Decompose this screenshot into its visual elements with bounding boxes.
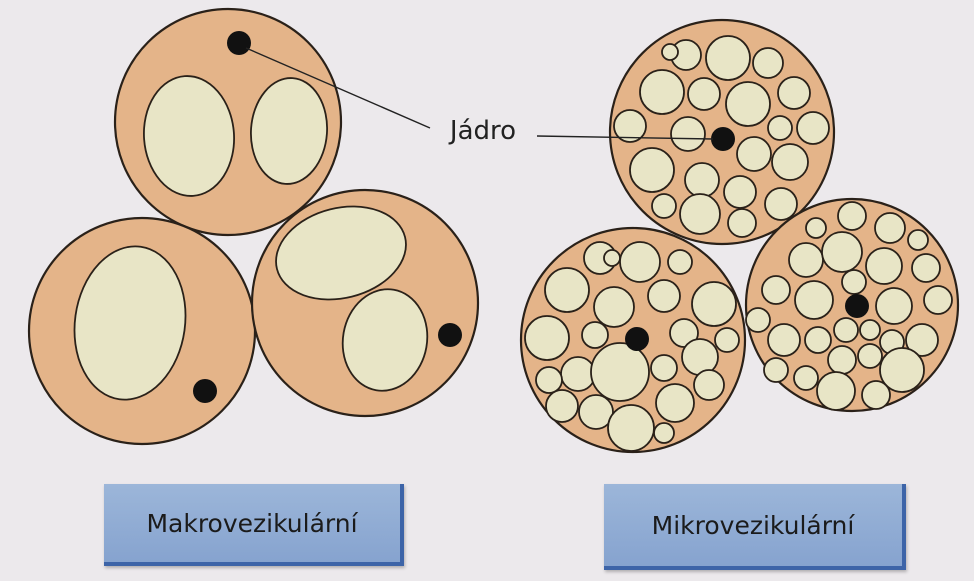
micro-cell-right-vacuole: [822, 232, 862, 272]
micro-cell-top-vacuole: [772, 144, 808, 180]
micro-cell-right-vacuole: [805, 327, 831, 353]
microvesicular-label: Mikrovezikulární: [652, 511, 855, 540]
macro-cell-top: [115, 9, 341, 235]
micro-cell-right-vacuole: [762, 276, 790, 304]
micro-cell-top-vacuole: [778, 77, 810, 109]
micro-cell-left-vacuole: [648, 280, 680, 312]
micro-cell-right-vacuole: [768, 324, 800, 356]
micro-cell-right: [746, 199, 958, 411]
nucleus-label: Jádro: [448, 116, 516, 146]
micro-cell-right-vacuole: [794, 366, 818, 390]
micro-cell-right-vacuole: [764, 358, 788, 382]
micro-cell-left: [521, 228, 745, 452]
micro-cell-top-vacuole: [797, 112, 829, 144]
micro-cell-left-vacuole: [692, 282, 736, 326]
micro-cell-right-vacuole: [912, 254, 940, 282]
macrovesicular-label-box: Makrovezikulární: [104, 484, 404, 566]
macro-cell-right-nucleus: [438, 323, 462, 347]
micro-cell-left-nucleus: [625, 327, 649, 351]
micro-cell-left-vacuole: [561, 357, 595, 391]
micro-cell-left-vacuole: [654, 423, 674, 443]
micro-cell-top-vacuole: [724, 176, 756, 208]
micro-cell-right-vacuole: [834, 318, 858, 342]
micro-cell-left-vacuole: [651, 355, 677, 381]
micro-cell-right-vacuole: [908, 230, 928, 250]
micro-cell-left-vacuole: [694, 370, 724, 400]
micro-cell-right-vacuole: [746, 308, 770, 332]
macrovesicular-label: Makrovezikulární: [146, 509, 357, 538]
micro-cell-top-vacuole: [640, 70, 684, 114]
micro-cell-right-vacuole: [795, 281, 833, 319]
micro-cell-top-vacuole: [680, 194, 720, 234]
micro-cell-right-nucleus: [845, 294, 869, 318]
micro-cell-top-vacuole: [652, 194, 676, 218]
micro-cell-top-nucleus: [711, 127, 735, 151]
micro-cell-top-vacuole: [768, 116, 792, 140]
micro-cell-right-vacuole: [862, 381, 890, 409]
micro-cell-right-vacuole: [858, 344, 882, 368]
micro-cell-right-vacuole: [866, 248, 902, 284]
micro-cell-left-vacuole: [620, 242, 660, 282]
micro-cell-left-vacuole: [715, 328, 739, 352]
micro-cell-right-vacuole: [875, 213, 905, 243]
micro-cell-top-vacuole: [737, 137, 771, 171]
micro-cell-left-vacuole: [591, 343, 649, 401]
micro-cell-left-vacuole: [525, 316, 569, 360]
macro-cell-left-nucleus: [193, 379, 217, 403]
micro-cell-left-vacuole: [546, 390, 578, 422]
micro-cell-right-vacuole: [838, 202, 866, 230]
micro-cell-top-vacuole: [706, 36, 750, 80]
micro-cell-top-vacuole: [728, 209, 756, 237]
microvesicular-group: [521, 20, 958, 452]
micro-cell-left-vacuole: [608, 405, 654, 451]
micro-cell-top-vacuole: [685, 163, 719, 197]
micro-cell-left-vacuole: [536, 367, 562, 393]
micro-cell-left-vacuole: [604, 250, 620, 266]
micro-cell-right-vacuole: [828, 346, 856, 374]
macro-cell-left: [29, 218, 255, 444]
micro-cell-left-vacuole: [545, 268, 589, 312]
micro-cell-right-vacuole: [806, 218, 826, 238]
macrovesicular-group: [29, 9, 478, 444]
micro-cell-top-vacuole: [671, 117, 705, 151]
micro-cell-left-vacuole: [594, 287, 634, 327]
micro-cell-right-vacuole: [860, 320, 880, 340]
micro-cell-right-vacuole: [842, 270, 866, 294]
micro-cell-top-vacuole: [662, 44, 678, 60]
micro-cell-top-vacuole: [726, 82, 770, 126]
micro-cell-left-vacuole: [582, 322, 608, 348]
microvesicular-label-box: Mikrovezikulární: [604, 484, 906, 570]
micro-cell-top: [610, 20, 834, 244]
micro-cell-top-vacuole: [753, 48, 783, 78]
micro-cell-top-vacuole: [688, 78, 720, 110]
micro-cell-right-vacuole: [789, 243, 823, 277]
micro-cell-left-vacuole: [656, 384, 694, 422]
micro-cell-right-vacuole: [876, 288, 912, 324]
macro-cell-right: [252, 190, 478, 416]
micro-cell-top-vacuole: [630, 148, 674, 192]
macro-cell-top-nucleus: [227, 31, 251, 55]
micro-cell-top-vacuole: [765, 188, 797, 220]
micro-cell-right-vacuole: [817, 372, 855, 410]
micro-cell-left-vacuole: [668, 250, 692, 274]
micro-cell-right-vacuole: [924, 286, 952, 314]
